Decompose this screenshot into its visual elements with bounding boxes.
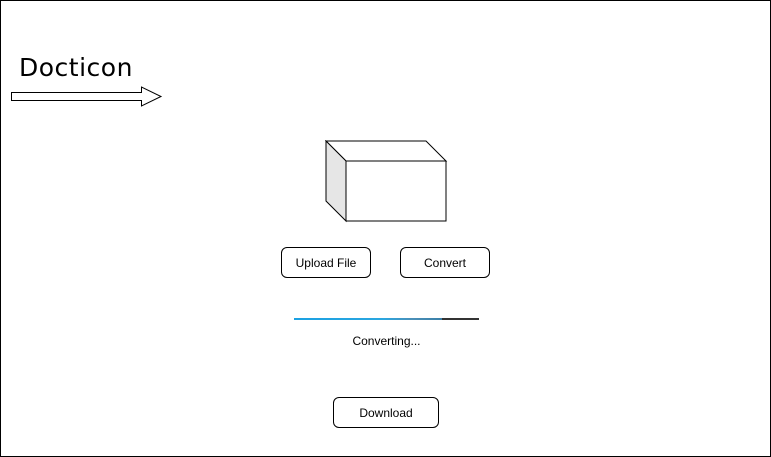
app-title: Docticon bbox=[19, 53, 133, 82]
download-button[interactable]: Download bbox=[333, 397, 439, 428]
box-icon bbox=[325, 140, 448, 223]
status-text: Converting... bbox=[352, 334, 421, 348]
convert-button[interactable]: Convert bbox=[400, 247, 490, 278]
progress-bar-fill bbox=[294, 318, 442, 320]
arrow-right-icon bbox=[11, 86, 163, 107]
upload-file-button[interactable]: Upload File bbox=[281, 247, 371, 278]
progress-bar bbox=[294, 318, 479, 320]
